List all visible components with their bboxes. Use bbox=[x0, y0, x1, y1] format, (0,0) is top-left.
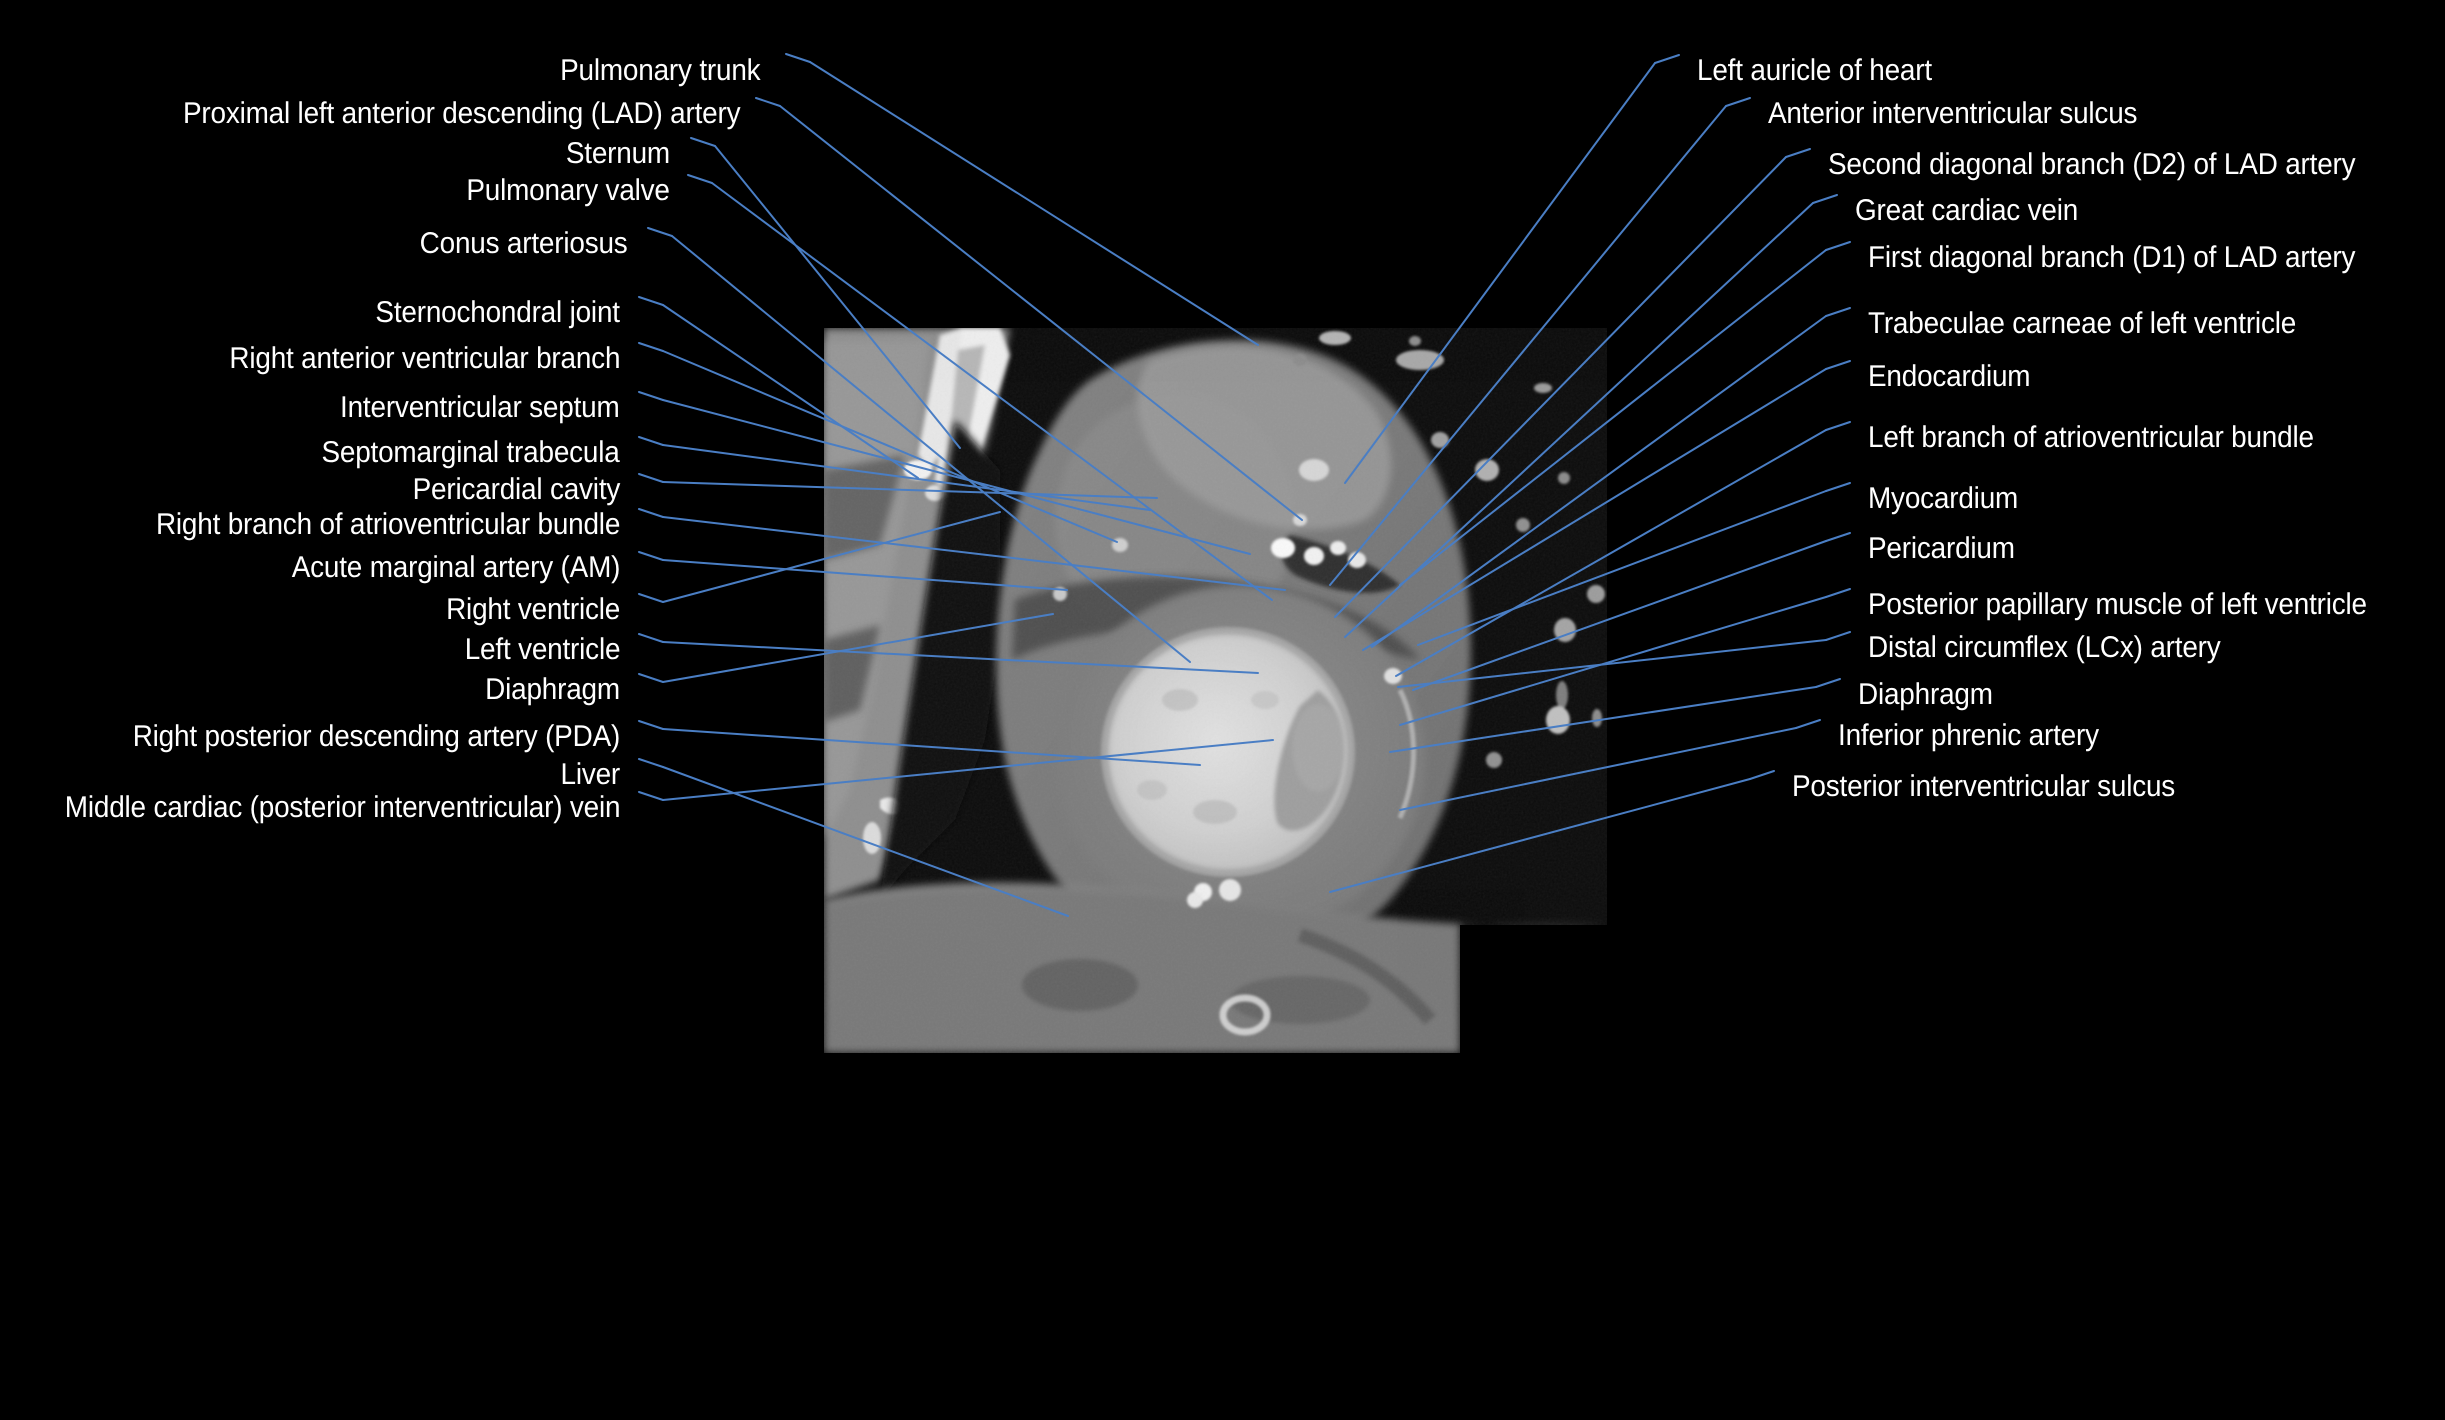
annotation-label: Sternum bbox=[565, 137, 670, 170]
annotation-label: First diagonal branch (D1) of LAD artery bbox=[1868, 241, 2356, 274]
annotation-label: Proximal left anterior descending (LAD) … bbox=[182, 97, 741, 130]
annotation-label: Left ventricle bbox=[464, 633, 620, 666]
annotation-label: Great cardiac vein bbox=[1855, 194, 2079, 227]
annotation-label: Liver bbox=[560, 758, 620, 791]
annotation-label: Diaphragm bbox=[485, 673, 620, 706]
annotation-label: Pulmonary trunk bbox=[559, 54, 761, 87]
annotation-label: Right posterior descending artery (PDA) bbox=[132, 720, 621, 753]
annotation-label: Conus arteriosus bbox=[420, 227, 628, 260]
annotation-label: Diaphragm bbox=[1858, 678, 1993, 711]
annotation-label: Second diagonal branch (D2) of LAD arter… bbox=[1828, 148, 2356, 181]
annotation-label: Trabeculae carneae of left ventricle bbox=[1868, 307, 2297, 340]
annotation-label: Distal circumflex (LCx) artery bbox=[1868, 631, 2221, 664]
annotation-label: Interventricular septum bbox=[340, 391, 621, 424]
annotation-label: Pericardial cavity bbox=[412, 473, 620, 506]
annotation-label: Left branch of atrioventricular bundle bbox=[1868, 421, 2314, 454]
annotation-label: Posterior papillary muscle of left ventr… bbox=[1868, 588, 2367, 621]
annotation-label: Right ventricle bbox=[446, 593, 620, 626]
annotation-label: Posterior interventricular sulcus bbox=[1792, 770, 2176, 803]
annotation-label: Septomarginal trabecula bbox=[321, 436, 620, 469]
annotation-label: Right anterior ventricular branch bbox=[229, 342, 620, 375]
annotation-label: Endocardium bbox=[1868, 360, 2031, 393]
annotation-label: Sternochondral joint bbox=[375, 296, 621, 329]
annotation-label: Myocardium bbox=[1868, 482, 2019, 515]
annotation-label: Left auricle of heart bbox=[1697, 54, 1932, 87]
annotation-label: Right branch of atrioventricular bundle bbox=[155, 508, 620, 541]
annotation-label: Inferior phrenic artery bbox=[1838, 719, 2099, 752]
annotation-label: Pericardium bbox=[1868, 532, 2015, 565]
annotation-label: Middle cardiac (posterior interventricul… bbox=[64, 791, 620, 824]
annotation-label: Anterior interventricular sulcus bbox=[1768, 97, 2138, 130]
annotation-label: Acute marginal artery (AM) bbox=[291, 551, 620, 584]
annotation-label: Pulmonary valve bbox=[466, 174, 671, 207]
